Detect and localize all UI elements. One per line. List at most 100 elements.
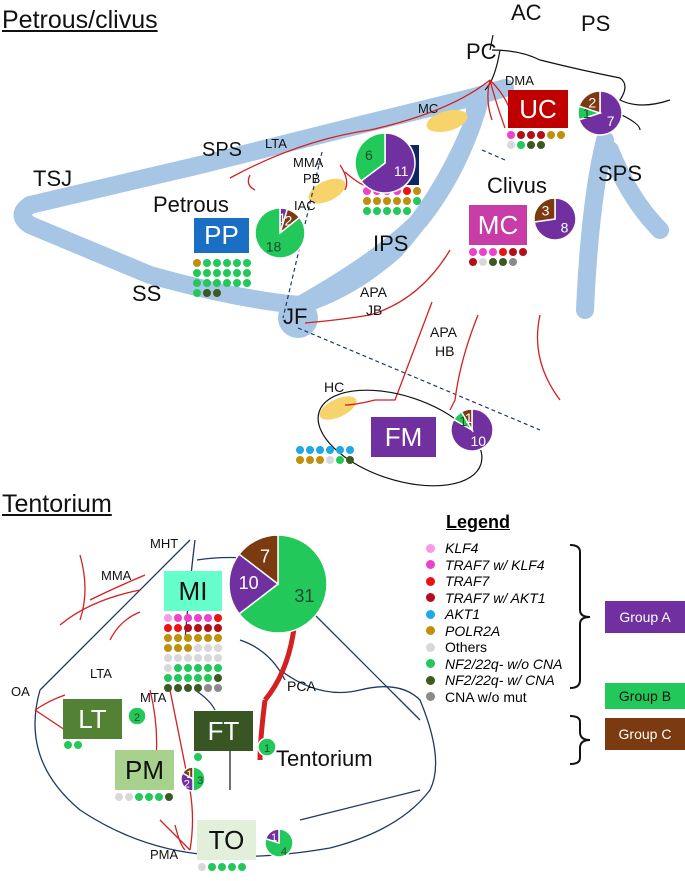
site-label-ft: FT — [207, 715, 240, 746]
pie-value-ap-group-b: 6 — [365, 147, 373, 163]
pie-slice-mi-group-b — [238, 534, 328, 634]
mutation-dot-nf2_wo_cna — [174, 674, 182, 682]
site-box-ft: FT — [194, 711, 253, 751]
mutation-dot-nf2_wo_cna — [228, 863, 236, 871]
label-dma: DMA — [505, 73, 534, 88]
mutation-dot-akt1 — [306, 446, 314, 454]
legend-item-nf2-wo-cna: NF2/22q- w/o CNA — [426, 656, 562, 672]
mutation-dot-polr2a — [383, 197, 391, 205]
label-ac: AC — [511, 0, 542, 25]
sinus-network — [13, 79, 669, 338]
mutation-dot-polr2a — [557, 131, 565, 139]
legend-label: NF2/22q- w/ CNA — [445, 672, 555, 688]
mutation-dot-cna_wo_mut — [214, 684, 222, 692]
legend-swatch — [426, 692, 435, 701]
mutation-dot-others — [479, 258, 487, 266]
mutation-dot-nf2_wo_cna — [155, 793, 163, 801]
mutation-dot-nf2_wo_cna — [194, 674, 202, 682]
legend-label: TRAF7 w/ KLF4 — [445, 556, 545, 573]
clivus-outline — [484, 34, 671, 106]
mutation-dot-traf7_akt1 — [194, 624, 202, 632]
ips-sinus — [291, 91, 489, 314]
site-label-mc: MC — [477, 209, 519, 240]
mutation-dot-polr2a — [296, 456, 304, 464]
mutation-dot-nf2_wo_cna — [193, 279, 201, 287]
site-box-to: TO — [197, 820, 256, 860]
label-mma: MMA — [293, 155, 324, 170]
mutation-dot-nf2_wo_cna — [164, 674, 172, 682]
legend-swatch — [426, 626, 435, 635]
mutation-dot-nf2_wo_cna — [238, 863, 246, 871]
pie-slice-mc-group-c — [533, 197, 556, 223]
legend-swatch — [426, 675, 435, 685]
label-clivus: Clivus — [487, 173, 547, 198]
pie-slice-ap-group-b — [354, 132, 386, 183]
mutation-dots-ft — [194, 753, 252, 761]
mutation-dot-others — [214, 644, 222, 652]
mutation-dot-others — [194, 644, 202, 652]
mutation-dot-nf2_wo_cna — [223, 259, 231, 267]
mutation-dot-nf2_wo_cna — [203, 259, 211, 267]
mutation-dot-nf2_wo_cna — [233, 279, 241, 287]
mutation-dot-nf2_w_cna — [174, 684, 182, 692]
site-box-fm: FM — [371, 417, 436, 457]
hc-nerve-oval — [319, 396, 357, 420]
mutation-dot-nf2_wo_cna — [413, 197, 421, 205]
mutation-dot-nf2_wo_cna — [194, 753, 202, 761]
mutation-dot-polr2a — [164, 634, 172, 642]
legend-item-cna-wo-mut: CNA w/o mut — [426, 689, 527, 705]
mutation-dot-polr2a — [174, 644, 182, 652]
label-apa-jb-2: JB — [366, 302, 383, 318]
pie-value-to-group-a: 1 — [271, 832, 277, 844]
pie-value-mi-group-c: 7 — [260, 547, 270, 567]
legend-swatch — [426, 609, 435, 619]
label-pma: PMA — [150, 847, 179, 862]
label-iac: IAC — [294, 198, 316, 213]
pie-value-uc-group-c: 2 — [588, 94, 596, 110]
mutation-dot-nf2_wo_cna — [204, 664, 212, 672]
mutation-dot-nf2_wo_cna — [213, 259, 221, 267]
site-box-uc: UC — [508, 90, 568, 128]
mutation-dot-traf7_akt1 — [527, 131, 535, 139]
legend-swatch — [426, 642, 435, 652]
mutation-dot-nf2_wo_cna — [393, 207, 401, 215]
arteries-petrous — [229, 79, 561, 411]
mutation-dot-polr2a — [306, 456, 314, 464]
label-mta: MTA — [140, 690, 167, 705]
label-sps-left: SPS — [202, 139, 243, 161]
legend-item-others: Others — [426, 639, 487, 655]
pie-value-mi-group-a: 10 — [239, 573, 259, 593]
mutation-dot-nf2_wo_cna — [208, 863, 216, 871]
mutation-dots-uc — [507, 131, 565, 149]
mutation-dots-fm — [296, 446, 354, 464]
mutation-dot-nf2_w_cna — [346, 456, 354, 464]
label-lta-t: LTA — [90, 666, 112, 681]
mutation-dot-nf2_wo_cna — [336, 456, 344, 464]
pie-value-to-group-b: 4 — [281, 846, 287, 858]
mutation-dot-polr2a — [316, 456, 324, 464]
pie-slice-to-group-a — [264, 828, 280, 845]
mutation-dot-nf2_wo_cna — [517, 141, 525, 149]
pie-value-pp-group-c: 2 — [285, 213, 293, 229]
legend-label: POLR2A — [445, 622, 501, 639]
pie-slice-ft-group-b — [257, 737, 277, 757]
pie-value-lt-group-b: 2 — [134, 712, 140, 724]
mutation-dot-traf7_akt1 — [517, 131, 525, 139]
legend-item-traf7-akt1: TRAF7 w/ AKT1 — [426, 590, 546, 606]
label-oa: OA — [11, 684, 30, 699]
pie-value-pm-group-a: 2 — [184, 779, 190, 791]
sps-right-branch — [601, 141, 669, 239]
pie-value-mc-group-c: 3 — [542, 203, 550, 219]
label-mc-nerve: MC — [418, 101, 439, 116]
section-title-petrous-clivus: Petrous/clivus — [2, 6, 158, 34]
site-label-to: TO — [208, 824, 245, 855]
mutation-dot-traf7 — [174, 624, 182, 632]
label-lta: LTA — [265, 136, 287, 151]
legend-label: KLF4 — [445, 540, 479, 556]
mutation-dot-nf2_wo_cna — [193, 289, 201, 297]
mutation-dot-traf7_akt1 — [509, 248, 517, 256]
label-mht: MHT — [150, 536, 179, 551]
site-label-pp: PP — [204, 220, 239, 250]
pie-value-fm-group-a: 10 — [471, 433, 487, 449]
mutation-dot-others — [204, 654, 212, 662]
